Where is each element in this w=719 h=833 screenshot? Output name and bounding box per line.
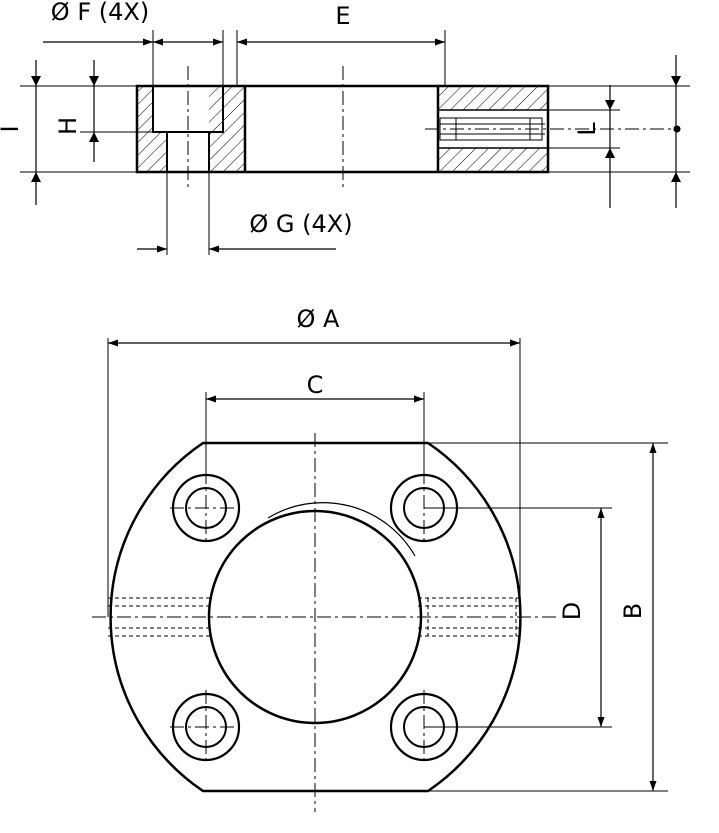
hatch-right-upper xyxy=(438,86,548,110)
label-dim-g: Ø G (4X) xyxy=(249,210,352,238)
label-dim-d: D xyxy=(558,602,586,620)
label-dim-i: I xyxy=(0,125,24,132)
hatch-inner-wall xyxy=(209,86,245,172)
label-dim-e: E xyxy=(335,2,350,30)
top-plan-view: Ø A C D B xyxy=(92,305,668,812)
side-section-view: Ø F (4X) E I H L Ø G (4X) xyxy=(0,0,690,255)
hatch-right-lower xyxy=(438,148,548,172)
hidden-cross-hole-left xyxy=(108,597,212,637)
hatch-left-lower xyxy=(153,132,167,172)
label-dim-l: L xyxy=(573,122,601,136)
threaded-hole-detail xyxy=(439,117,545,141)
label-dim-h: H xyxy=(54,117,82,135)
hatch-left-wall xyxy=(137,86,153,172)
label-dim-b: B xyxy=(619,603,647,619)
label-dim-a: Ø A xyxy=(297,305,341,333)
hidden-cross-hole-right xyxy=(418,597,520,637)
label-dim-f: Ø F (4X) xyxy=(51,0,149,26)
label-dim-c: C xyxy=(307,371,324,399)
